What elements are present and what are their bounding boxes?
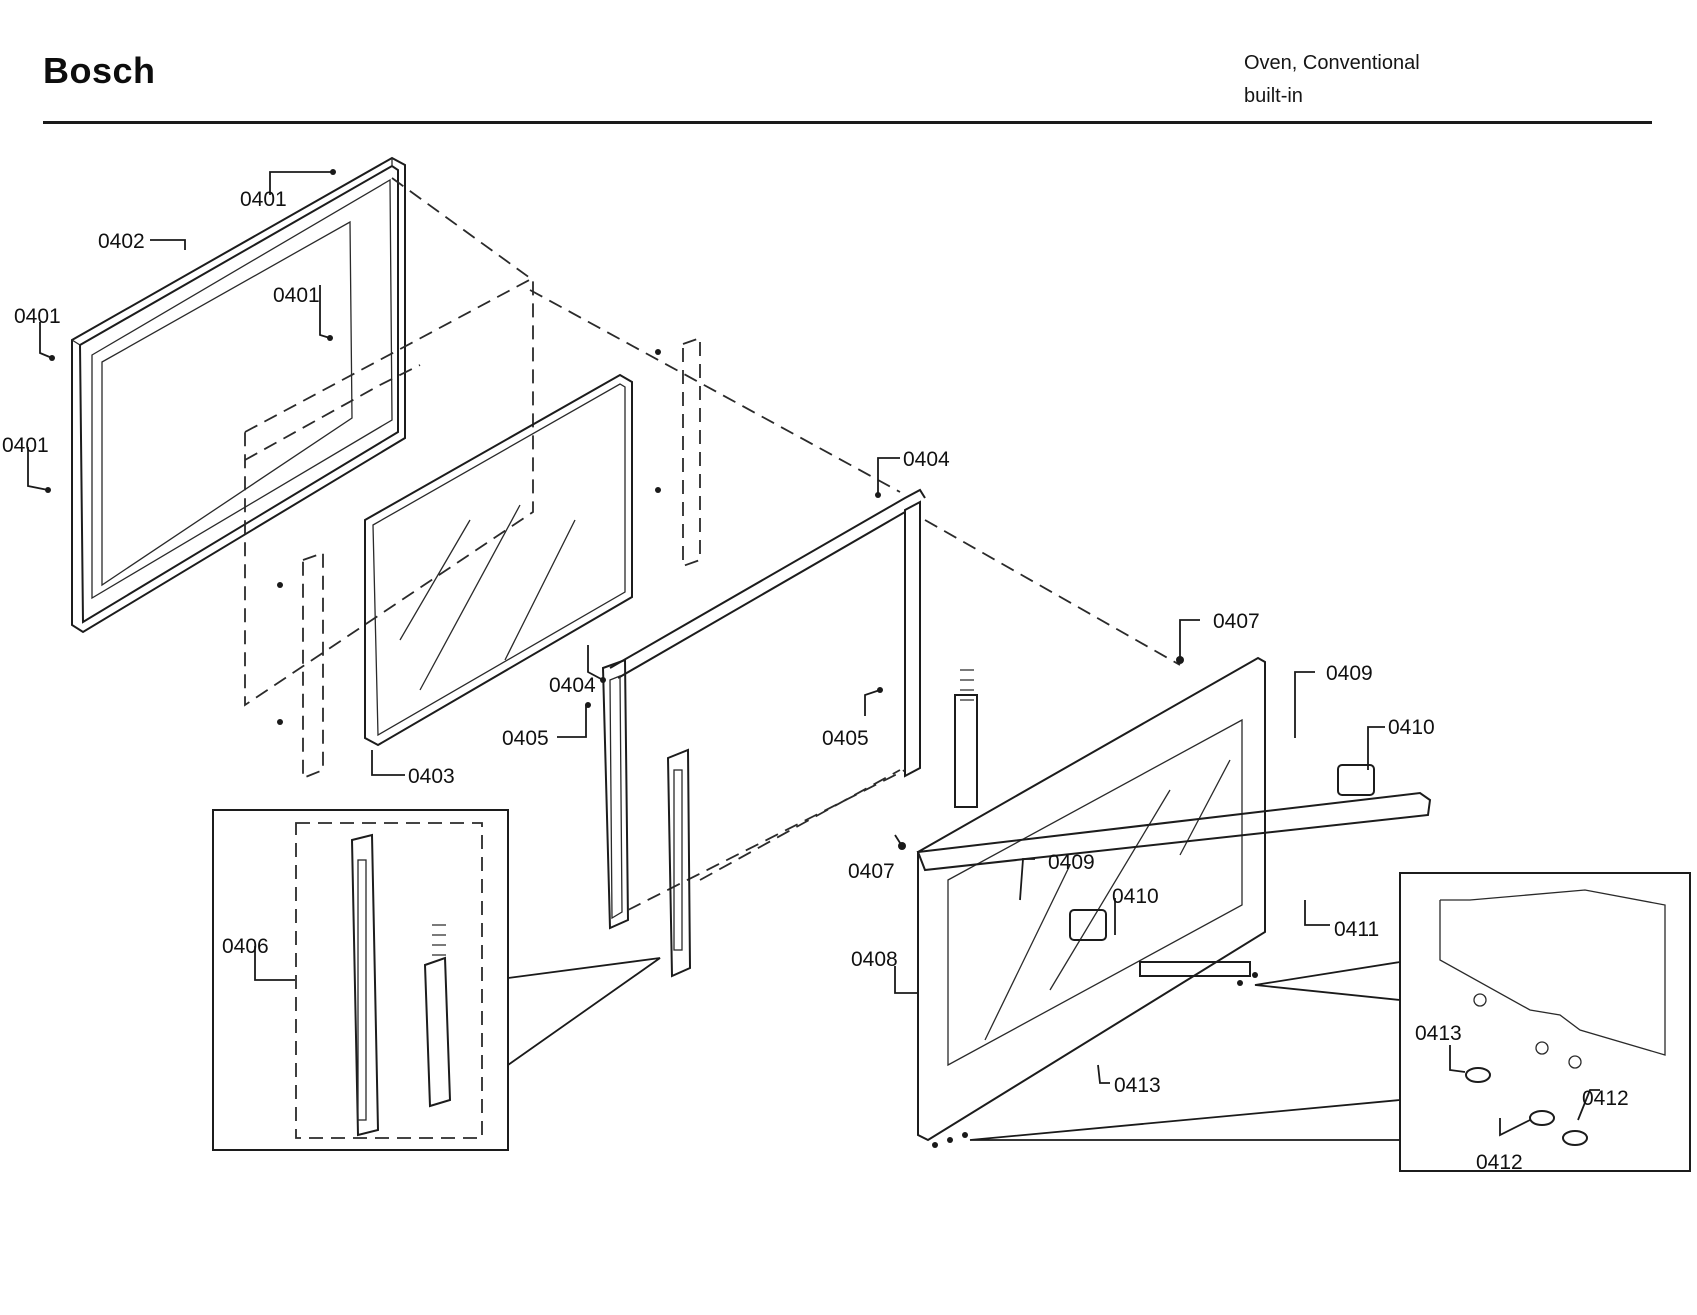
screw-0412-a-part — [1529, 1110, 1555, 1126]
callout-0404-left: 0404 — [549, 674, 596, 697]
product-type: Oven, Conventional — [1244, 52, 1420, 74]
callout-0404-top: 0404 — [903, 448, 950, 471]
callout-0411: 0411 — [1334, 918, 1379, 941]
callout-0409-top: 0409 — [1326, 662, 1373, 685]
callout-0401-bottom: 0401 — [2, 434, 49, 457]
dashed-inner-panel-part — [244, 276, 534, 707]
glass-panel-part — [364, 373, 633, 747]
right-side-strip-part — [682, 336, 701, 568]
callout-0403: 0403 — [408, 765, 455, 788]
callout-0401-left: 0401 — [14, 305, 61, 328]
callout-0413-inset: 0413 — [1415, 1022, 1462, 1045]
inset-hinge-spring-part — [423, 956, 452, 1108]
fastener-dots — [45, 169, 1258, 1148]
callout-0413-main: 0413 — [1114, 1074, 1161, 1097]
product-subtype: built-in — [1244, 85, 1303, 107]
callout-0412-right: 0412 — [1582, 1087, 1629, 1110]
front-door-glass-part — [917, 656, 1266, 1142]
handle-end-cap-part — [1337, 764, 1375, 796]
inset-pointer-screw — [1254, 961, 1401, 1001]
screw-0413-part — [1465, 1067, 1491, 1083]
inset-pointer-hinge — [507, 957, 661, 1066]
callout-0405-left: 0405 — [502, 727, 549, 750]
callout-0407-left: 0407 — [848, 860, 895, 883]
alignment-line-c — [924, 519, 1181, 666]
handle-end-cap-lower-part — [1069, 909, 1107, 941]
header-divider — [43, 121, 1652, 124]
callout-0402: 0402 — [98, 230, 145, 253]
callout-0401-inner: 0401 — [273, 284, 320, 307]
outer-door-frame-part — [71, 156, 406, 634]
left-side-strip-part — [302, 551, 324, 780]
screw-0412-b-part — [1562, 1130, 1588, 1146]
hinge-in-frame-part — [666, 748, 692, 978]
callout-0409-left: 0409 — [1048, 851, 1095, 874]
hinge-right-part — [954, 669, 978, 808]
screw-detail-inset — [1399, 872, 1691, 1172]
inset-pointer-screw-b — [969, 1099, 1401, 1141]
label-strip-part — [1139, 961, 1251, 977]
callout-0410-top: 0410 — [1388, 716, 1435, 739]
callout-0407-top: 0407 — [1213, 610, 1260, 633]
leader-lines — [27, 171, 1600, 1137]
callout-0410-left: 0410 — [1112, 885, 1159, 908]
door-handle-part — [916, 791, 1432, 872]
alignment-line-a — [391, 177, 531, 279]
callout-0412-bottom: 0412 — [1476, 1151, 1523, 1174]
callout-0408: 0408 — [851, 948, 898, 971]
brand-title: Bosch — [43, 50, 156, 91]
hinge-detail-inset — [212, 809, 509, 1151]
callout-0401-top: 0401 — [240, 188, 287, 211]
callout-0406: 0406 — [222, 935, 269, 958]
inset-hinge-rail-part — [350, 833, 380, 1137]
alignment-line-b — [529, 289, 901, 493]
callout-0405-right: 0405 — [822, 727, 869, 750]
